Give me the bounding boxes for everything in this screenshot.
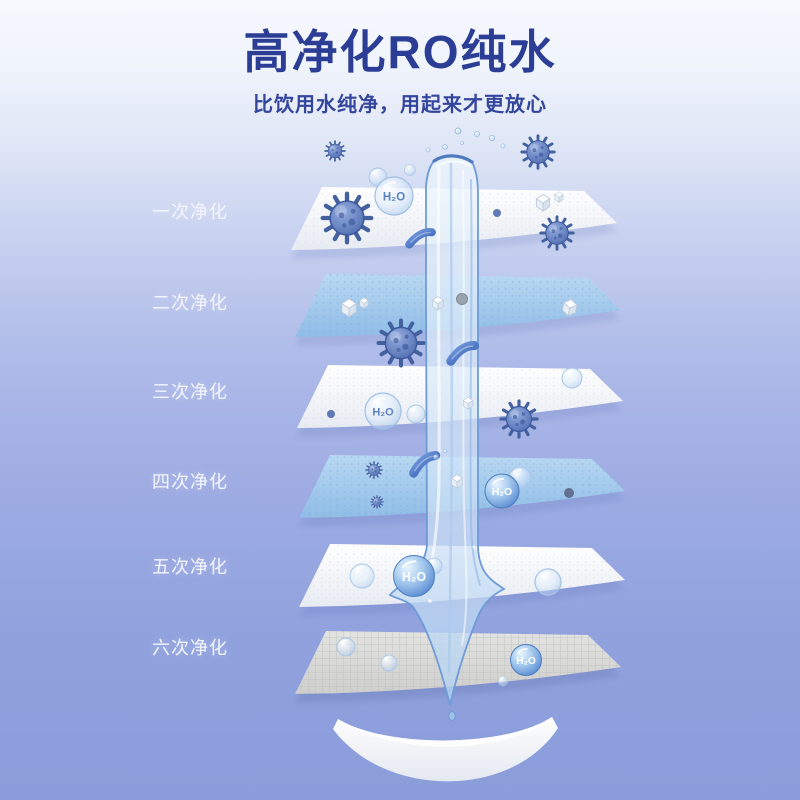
- droplet-icon: [488, 134, 496, 142]
- particle-icon: [564, 488, 574, 498]
- page-subtitle: 比饮用水纯净，用起来才更放心: [253, 94, 547, 116]
- h2o-label: H₂O: [372, 407, 394, 419]
- h2o-bubble-icon: H₂O: [484, 473, 520, 509]
- particle-icon: [493, 209, 501, 217]
- droplet-icon: [459, 140, 465, 146]
- virus-icon: [520, 134, 556, 170]
- stage-label-3: 三次净化: [152, 382, 228, 402]
- sediment-particle-icon: [456, 293, 468, 305]
- particle-icon: [327, 410, 335, 418]
- h2o-label: H₂O: [516, 656, 536, 667]
- droplet-icon: [474, 131, 480, 137]
- h2o-label: H₂O: [383, 192, 405, 204]
- falling-drop-icon: [448, 711, 456, 721]
- bubble-icon: [349, 563, 375, 589]
- droplet-icon: [433, 454, 439, 460]
- water-basin: [333, 717, 558, 782]
- bubble-icon: [533, 567, 563, 597]
- stage-label-4: 四次净化: [152, 472, 228, 492]
- h2o-bubble-icon: H₂O: [364, 392, 402, 430]
- stage-label-1: 一次净化: [152, 202, 228, 222]
- impurity-icons: H₂O H₂O H₂O H₂O H₂O: [323, 134, 583, 687]
- page-title: 高净化RO纯水: [243, 26, 557, 78]
- droplet-icon: [442, 144, 448, 150]
- droplet-icon: [454, 127, 462, 135]
- stage-label-6: 六次净化: [152, 638, 228, 658]
- h2o-bubble-icon: H₂O: [510, 644, 542, 676]
- bubble-icon: [336, 637, 356, 657]
- bubble-icon: [380, 654, 398, 672]
- h2o-bubble-icon: H₂O: [393, 555, 435, 597]
- droplet-icon: [500, 143, 506, 149]
- bubble-icon: [406, 404, 426, 424]
- bubble-icon: [561, 367, 583, 389]
- bubble-icon: [497, 675, 509, 687]
- h2o-label: H₂O: [492, 486, 512, 498]
- stage-label-2: 二次净化: [152, 293, 228, 313]
- droplet-icon: [425, 147, 431, 153]
- h2o-bubble-icon: H₂O: [374, 176, 414, 216]
- h2o-label: H₂O: [402, 570, 427, 584]
- bubble-icon: [404, 164, 416, 176]
- virus-icon: [324, 140, 346, 162]
- stage-label-5: 五次净化: [152, 557, 228, 577]
- droplet-icon: [442, 448, 448, 454]
